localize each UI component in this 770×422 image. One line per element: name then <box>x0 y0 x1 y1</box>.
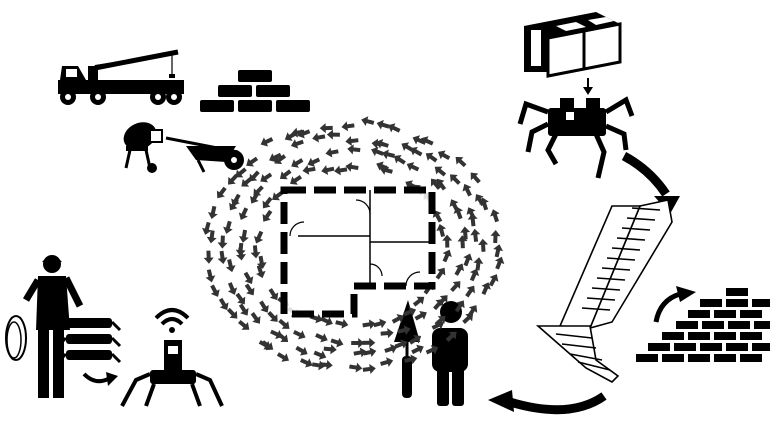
swarm-arrow <box>353 346 368 358</box>
swarm-arrow <box>448 278 464 294</box>
person-icon <box>432 301 468 406</box>
swarm-arrow <box>362 363 376 375</box>
swarm-arrow <box>375 118 390 131</box>
swarm-arrow <box>299 355 315 370</box>
swarm-arrow <box>213 185 229 201</box>
swarm-arrow <box>467 169 483 185</box>
swarm-arrow <box>276 317 292 333</box>
swarm-arrow <box>221 220 234 235</box>
swarm-arrow <box>410 342 426 357</box>
swarm-arrow <box>292 327 308 342</box>
swarm-arrow <box>203 250 214 263</box>
swarm-arrow <box>252 230 266 246</box>
floor-plan <box>284 190 432 314</box>
brick-stack-icon <box>200 70 310 112</box>
swarm-arrow <box>470 228 481 242</box>
swarm-arrow <box>446 171 462 187</box>
swarm-arrow <box>460 310 476 326</box>
swarm-arrow <box>259 195 275 211</box>
swarm-arrow <box>208 283 223 299</box>
swarm-arrow <box>289 156 305 171</box>
swarm-arrow <box>351 338 364 348</box>
crane-truck-icon <box>58 52 184 105</box>
swarm-arrow <box>224 258 237 273</box>
swarm-arrow <box>461 252 475 268</box>
swarm-arrow <box>259 208 275 224</box>
swarm-arrow <box>289 137 305 151</box>
concrete-block-icon <box>524 12 620 76</box>
swarm-arrow <box>311 359 325 371</box>
swarm-arrow <box>242 282 258 298</box>
swarm-arrow <box>341 120 355 132</box>
swarm-arrow <box>408 144 424 159</box>
swarm-arrow <box>248 310 264 326</box>
swarm-arrow <box>347 144 361 155</box>
swarm-arrow <box>250 183 266 199</box>
swarm-arrow <box>362 318 376 330</box>
swarm-arrow <box>488 208 502 223</box>
wireless-robot-icon <box>122 310 222 406</box>
swarm-arrow <box>460 182 475 198</box>
swarm-arrow <box>204 269 217 284</box>
swarm-arrow <box>333 164 347 176</box>
swarm-arrow <box>236 318 252 334</box>
swarm-arrow <box>238 229 250 244</box>
curved-arrow-left-icon <box>488 390 604 412</box>
swarm-arrow <box>259 134 275 149</box>
down-arrow-icon <box>583 78 593 95</box>
swarm-arrow <box>478 238 489 252</box>
swarm-arrow <box>217 235 228 248</box>
swarm-arrow <box>405 159 421 174</box>
swarm-arrow <box>435 223 448 238</box>
swarm-arrow <box>380 328 394 339</box>
swarm-arrow <box>492 255 506 271</box>
swarm-arrow <box>311 131 326 143</box>
swarm-arrow <box>287 173 303 189</box>
swarm-arrow <box>473 257 485 271</box>
wheelbarrow-icon <box>166 138 244 172</box>
swarm-arrow <box>490 230 501 243</box>
swarm-arrow <box>436 148 452 163</box>
swarm-arrow <box>207 205 220 220</box>
swarm-arrow <box>217 250 229 264</box>
swarm-arrow <box>241 270 256 286</box>
swarm-arrow <box>275 350 291 365</box>
swarm-arrow <box>467 213 478 227</box>
swarm-arrow <box>379 356 394 369</box>
swarm-arrow <box>349 362 363 374</box>
swarm-arrow <box>327 129 340 139</box>
swarm-arrow <box>362 338 375 348</box>
swarm-arrow <box>277 167 293 183</box>
swarm-arrow <box>314 330 330 344</box>
swarm-arrow <box>325 146 340 158</box>
swarm-arrow <box>442 235 452 248</box>
swarm-arrow <box>360 115 375 128</box>
swarm-arrow <box>258 170 274 186</box>
swarm-arrow <box>411 293 427 309</box>
swarm-arrow <box>320 164 335 176</box>
swarm-arrow <box>345 135 359 146</box>
swarm-arrow <box>294 343 310 358</box>
hexapod-robot-icon <box>520 98 632 178</box>
swarm-arrow <box>432 163 448 179</box>
swarm-arrow <box>323 344 337 355</box>
swarm-arrow <box>492 243 505 258</box>
swarm-arrow <box>335 317 350 330</box>
swarm-arrow <box>440 248 454 264</box>
swarm-arrow <box>236 302 251 318</box>
brick-wall-icon <box>636 288 770 362</box>
swarm-arrow <box>243 154 259 170</box>
swarm-arrow <box>236 206 251 222</box>
swarm-arrow <box>423 149 439 165</box>
swarm-arrow <box>463 283 479 299</box>
swarm-arrow <box>452 153 468 169</box>
cement-mixer-icon <box>119 117 162 173</box>
